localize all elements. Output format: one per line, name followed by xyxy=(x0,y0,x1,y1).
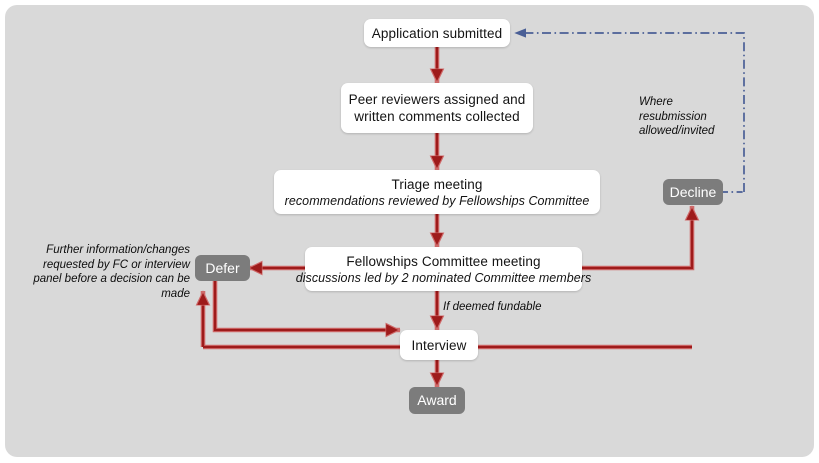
annotation-further-information-line1: Further information/changes xyxy=(46,244,190,256)
annotation-if-deemed-fundable-text: If deemed fundable xyxy=(443,301,542,313)
node-triage-meeting[interactable]: Triage meeting recommendations reviewed … xyxy=(274,170,600,214)
node-peer-reviewers-label-line2: written comments collected xyxy=(354,109,520,124)
node-defer[interactable]: Defer xyxy=(195,255,250,281)
annotation-if-deemed-fundable: If deemed fundable xyxy=(443,300,593,315)
node-triage-meeting-subtitle: recommendations reviewed by Fellowships … xyxy=(284,193,590,208)
annotation-where-resubmission-line2: resubmission xyxy=(639,110,707,123)
node-decline-label: Decline xyxy=(669,183,717,200)
node-defer-label: Defer xyxy=(205,259,240,276)
annotation-further-information-line3: panel before a decision can be xyxy=(33,273,190,285)
node-interview[interactable]: Interview xyxy=(400,330,478,360)
node-decline[interactable]: Decline xyxy=(663,179,723,205)
annotation-further-information: Further information/changes requested by… xyxy=(30,243,190,301)
node-fellowships-committee-meeting-subtitle: discussions led by 2 nominated Committee… xyxy=(295,270,592,285)
annotation-where-resubmission: Where resubmission allowed/invited xyxy=(639,95,749,139)
node-peer-reviewers-label-line1: Peer reviewers assigned and xyxy=(348,92,526,107)
annotation-further-information-line4: made xyxy=(161,287,190,300)
node-triage-meeting-title: Triage meeting xyxy=(391,176,483,192)
node-application-submitted[interactable]: Application submitted xyxy=(364,19,510,47)
node-interview-label: Interview xyxy=(411,337,467,353)
node-fellowships-committee-meeting-title: Fellowships Committee meeting xyxy=(346,253,541,269)
node-award-label: Award xyxy=(417,392,457,408)
node-fellowships-committee-meeting[interactable]: Fellowships Committee meeting discussion… xyxy=(296,247,591,291)
annotation-where-resubmission-line1: Where xyxy=(639,96,673,108)
node-peer-reviewers[interactable]: Peer reviewers assigned and written comm… xyxy=(341,83,533,133)
node-application-submitted-label: Application submitted xyxy=(371,25,503,41)
annotation-where-resubmission-line3: allowed/invited xyxy=(639,125,715,137)
annotation-further-information-line2: requested by FC or interview xyxy=(42,258,190,271)
node-award[interactable]: Award xyxy=(409,387,465,414)
